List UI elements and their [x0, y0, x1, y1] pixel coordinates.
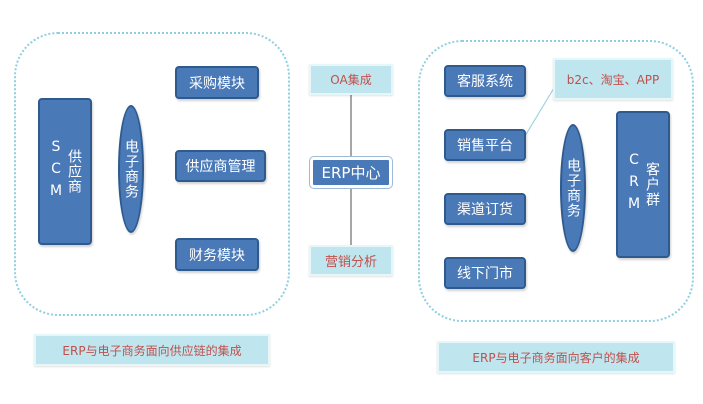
channel-sales-platform-label: 销售平台: [457, 138, 513, 154]
erp-center-label: ERP中心: [321, 164, 381, 182]
module-purchasing-label: 采购模块: [189, 75, 245, 92]
channel-customer-service-label: 客服系统: [457, 74, 513, 90]
channel-offline-store-label: 线下门市: [457, 266, 513, 282]
customer-caption-text: ERP与电子商务面向客户的集成: [472, 350, 640, 365]
channel-ordering-label: 渠道订货: [457, 202, 513, 218]
customer-caption: ERP与电子商务面向客户的集成: [437, 341, 675, 373]
customer-group: [418, 40, 694, 322]
ecommerce-label: 电子商务: [123, 139, 139, 199]
module-purchasing[interactable]: 采购模块: [175, 66, 259, 99]
platform-callout-text: b2c、淘宝、APP: [566, 72, 660, 87]
customer-ecommerce-oval[interactable]: 电子商务: [560, 124, 586, 252]
channel-sales-platform[interactable]: 销售平台: [444, 129, 526, 161]
module-finance[interactable]: 财务模块: [175, 238, 259, 271]
oa-integration-label: OA集成: [330, 73, 372, 87]
supply-chain-group: [14, 32, 290, 316]
channel-ordering[interactable]: 渠道订货: [444, 193, 526, 225]
erp-center-box[interactable]: ERP中心: [309, 156, 393, 189]
supplier-scm-box[interactable]: 供应商 SCM: [38, 98, 92, 245]
module-supplier-management-label: 供应商管理: [185, 159, 256, 175]
marketing-analysis-label: 营销分析: [324, 255, 377, 270]
customer-crm-box[interactable]: 客户群 CRM: [616, 111, 670, 258]
customer-label: 客户群: [644, 162, 660, 207]
marketing-analysis-box[interactable]: 营销分析: [309, 245, 393, 276]
supplier-label: 供应商: [66, 149, 82, 194]
oa-integration-box[interactable]: OA集成: [309, 64, 393, 95]
module-supplier-management[interactable]: 供应商管理: [175, 150, 266, 182]
channel-offline-store[interactable]: 线下门市: [444, 257, 526, 289]
crm-label: CRM: [626, 151, 642, 218]
platform-callout: b2c、淘宝、APP: [553, 58, 673, 100]
supply-caption-text: ERP与电子商务面向供应链的集成: [62, 343, 242, 358]
module-finance-label: 财务模块: [189, 247, 245, 264]
channel-customer-service[interactable]: 客服系统: [444, 65, 526, 97]
supply-caption: ERP与电子商务面向供应链的集成: [34, 334, 270, 366]
scm-label: SCM: [48, 138, 64, 205]
supply-ecommerce-oval[interactable]: 电子商务: [118, 105, 144, 233]
customer-ecommerce-label: 电子商务: [565, 158, 581, 218]
line-callout: [524, 87, 555, 137]
